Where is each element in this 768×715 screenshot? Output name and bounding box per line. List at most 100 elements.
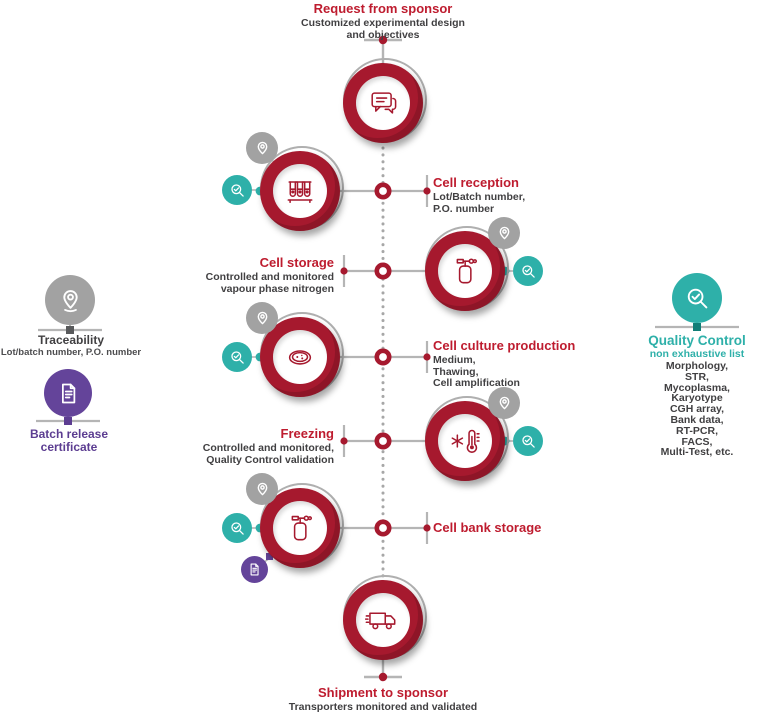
label-shipment-to-sponsor: Shipment to sponsor Transporters monitor… [218,686,548,714]
batch-release-text: Batch release certificate [0,428,138,454]
certificate-document-icon [61,383,75,403]
quality-control-panel-circle [672,273,722,323]
step-subline: Transporters monitored and validated [288,701,478,713]
nitrogen-tank-icon [456,258,478,284]
step-title: Shipment to sponsor [318,685,448,700]
step-subline: Thawing, [433,365,479,378]
traceability-panel-circle [45,275,95,325]
node-disc [260,151,340,231]
traceability-pin-badge [246,473,278,505]
step-subline: Medium, [433,354,476,366]
traceability-pin-badge [488,387,520,419]
quality-control-magnifier-badge [222,513,252,543]
node-inner-circle [356,76,410,130]
label-freezing: Freezing Controlled and monitored, Quali… [172,427,334,466]
quality-control-text: Quality Control non exhaustive list Morp… [627,333,767,458]
step-subline: vapour phase nitrogen [220,282,334,295]
node-inner-circle [273,330,327,384]
step-node-cell-reception [260,146,344,231]
node-inner-circle [438,244,492,298]
node-inner-circle [273,164,327,218]
location-pin-icon [257,482,267,495]
step-node-shipment-to-sponsor [343,575,427,660]
label-cell-culture-production: Cell culture production Medium, Thawing,… [433,339,603,390]
qc-list-item: Bank data, [670,413,724,426]
step-subline: and objectives [346,28,420,41]
node-disc [343,580,423,660]
step-subline: Lot/Batch number, [433,191,526,203]
step-subline: Customized experimental design [301,17,465,29]
qc-list-item: Karyotype [671,392,723,405]
label-cell-reception: Cell reception Lot/Batch number, P.O. nu… [433,176,603,215]
batch-release-panel-circle [44,369,92,417]
batch-release-line2: certificate [40,440,98,454]
delivery-truck-icon [365,612,396,630]
petri-dish-icon [288,350,312,365]
label-request-from-sponsor: Request from sponsor Customized experime… [233,2,533,41]
node-disc [343,63,423,143]
step-title: Cell reception [433,175,519,190]
step-subline: Cell amplification [433,377,520,389]
certificate-document-icon [250,563,259,576]
test-tubes-icon [287,181,313,204]
node-disc [425,401,505,481]
qc-list-item: Multi-Test, etc. [660,446,734,459]
batch-release-line1: Batch release [29,427,109,441]
quality-control-magnifier-badge [513,426,543,456]
qc-list-item: CGH array, [669,403,725,416]
qc-list-item: STR, [685,370,709,383]
label-cell-bank-storage: Cell bank storage [433,521,603,537]
qc-list-item: RT-PCR, [676,424,718,437]
nitrogen-tank-icon [291,515,313,541]
magnifier-check-icon [521,264,535,278]
location-pin-icon [499,396,509,409]
node-inner-circle [356,593,410,647]
thermometer-snowflake-icon [451,429,480,453]
quality-control-magnifier-badge [513,256,543,286]
step-subline: Controlled and monitored [205,271,334,283]
magnifier-check-icon [521,434,535,448]
node-disc [425,231,505,311]
traceability-pin-badge [488,217,520,249]
step-title: Cell storage [259,255,334,270]
step-subline: Controlled and monitored, [202,442,334,454]
quality-control-magnifier-badge [222,342,252,372]
step-node-request-from-sponsor [343,58,427,143]
location-pin-icon [62,289,78,312]
magnifier-check-icon [687,288,707,308]
traceability-text: Traceability Lot/batch number, P.O. numb… [0,333,142,359]
chat-bubbles-icon [371,92,397,114]
step-node-cell-bank-storage [260,483,344,568]
step-title: Cell bank storage [433,520,542,535]
traceability-pin-badge [246,132,278,164]
step-subline: Quality Control validation [206,453,334,466]
location-pin-icon [257,311,267,324]
batch-release-certificate-badge [241,556,268,583]
quality-control-subtitle: non exhaustive list [649,348,745,360]
magnifier-check-icon [230,521,244,535]
magnifier-check-icon [230,183,244,197]
node-disc [260,488,340,568]
traceability-pin-badge [246,302,278,334]
quality-control-magnifier-badge [222,175,252,205]
location-pin-icon [499,226,509,239]
qc-list-item: FACS, [681,435,713,448]
magnifier-check-icon [230,350,244,364]
node-inner-circle [273,501,327,555]
node-disc [260,317,340,397]
step-title: Request from sponsor [313,1,453,16]
label-cell-storage: Cell storage Controlled and monitored va… [174,256,334,295]
location-pin-icon [257,141,267,154]
step-node-freezing [425,396,509,481]
traceability-subtitle: Lot/batch number, P.O. number [0,347,142,358]
qc-list-item: Mycoplasma, [664,381,730,394]
step-title: Cell culture production [433,338,576,353]
step-subline: P.O. number [433,202,495,215]
qc-list-item: Morphology, [665,360,729,372]
step-node-cell-culture-production [260,312,344,397]
quality-control-title: Quality Control [648,333,746,348]
step-node-cell-storage [425,226,509,311]
node-inner-circle [438,414,492,468]
traceability-title: Traceability [37,333,105,347]
step-title: Freezing [280,426,334,441]
